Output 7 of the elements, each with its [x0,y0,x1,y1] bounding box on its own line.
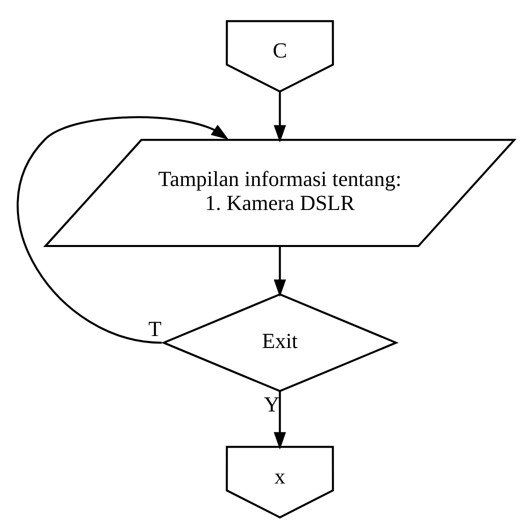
edge-label: Y [264,392,280,417]
arrow [274,391,286,450]
arrow [274,246,286,297]
node-diamond: Exit [161,293,399,392]
arrow [16,116,229,344]
arrow [274,92,286,143]
edge-label: T [148,316,162,341]
